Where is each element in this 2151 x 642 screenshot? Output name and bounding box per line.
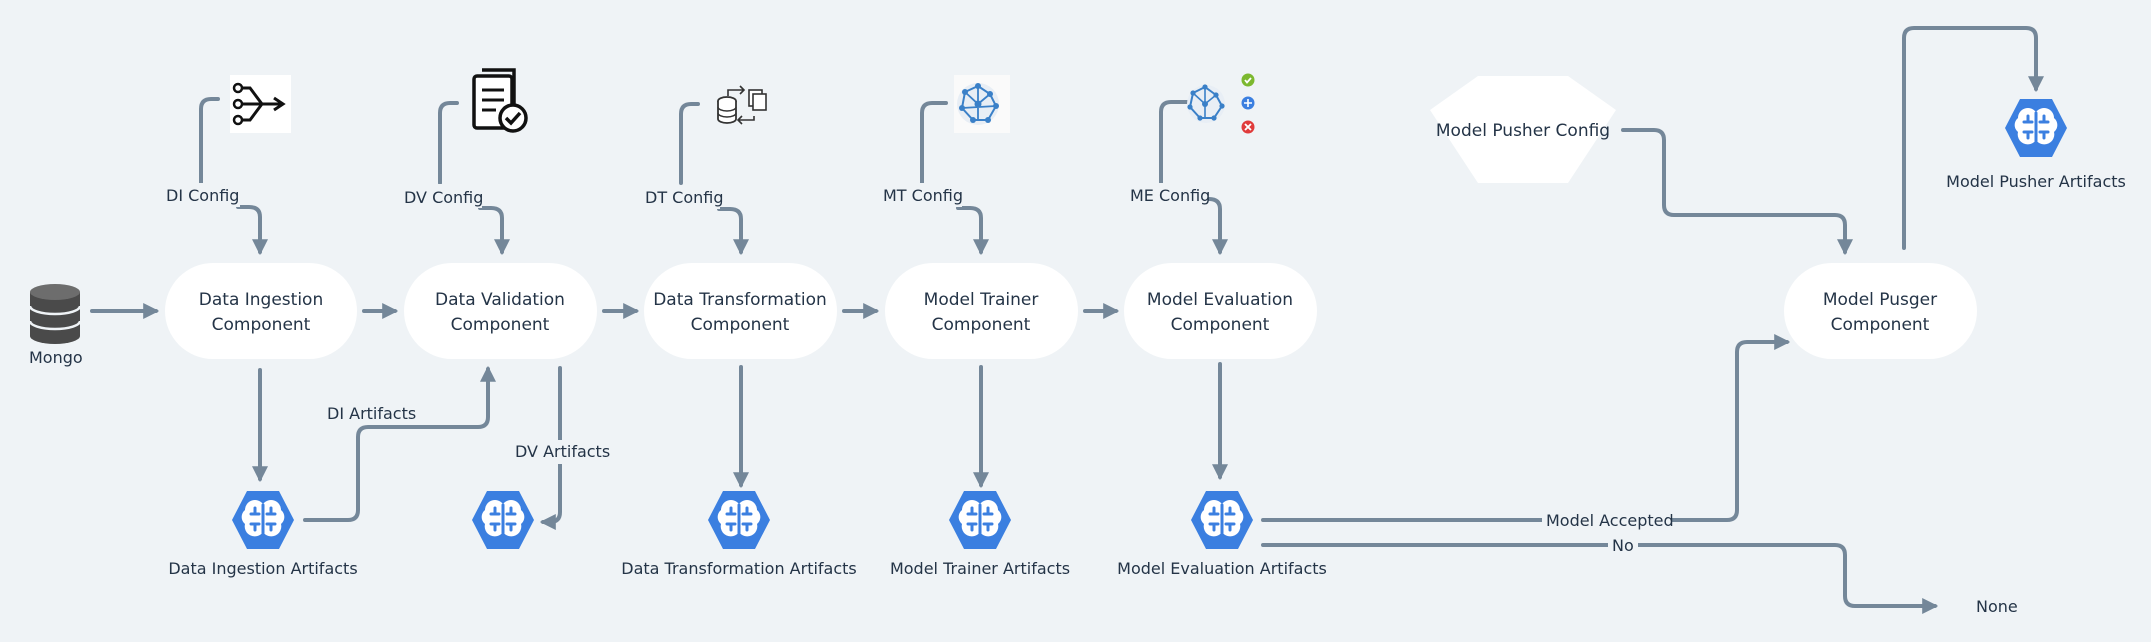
- edge-pusher-to-artifacts: [1902, 26, 2044, 250]
- edge-me-no-to-none: [1261, 543, 1939, 614]
- di-config-label: DI Config: [166, 186, 239, 205]
- dv-config-label: DV Config: [404, 188, 483, 207]
- artifact-mt[interactable]: Model Trainer Artifacts: [890, 489, 1070, 578]
- edge-dt-config: [679, 102, 700, 185]
- artifact-mp-icon: [2003, 97, 2069, 159]
- artifact-me[interactable]: Model Evaluation Artifacts: [1117, 489, 1327, 578]
- component-mp-line2: Component: [1831, 315, 1930, 335]
- component-dv-line1: Data Validation: [435, 290, 565, 310]
- edge-dv-to-artifacts: [539, 366, 562, 530]
- mt-config-label: MT Config: [883, 186, 963, 205]
- component-dt-line2: Component: [691, 315, 790, 335]
- dt-config-label: DT Config: [645, 188, 724, 207]
- artifact-di-label: Data Ingestion Artifacts: [168, 559, 357, 578]
- artifact-dt-icon: [706, 489, 772, 551]
- model-pusher-config-node[interactable]: Model Pusher Config: [1430, 76, 1616, 183]
- mongo-label: Mongo: [29, 348, 83, 367]
- component-me-line1: Model Evaluation: [1147, 290, 1293, 310]
- artifact-mt-icon: [947, 489, 1013, 551]
- edges: [90, 26, 2044, 614]
- artifact-me-icon: [1189, 489, 1255, 551]
- artifact-mt-label: Model Trainer Artifacts: [890, 559, 1070, 578]
- artifact-di[interactable]: Data Ingestion Artifacts: [168, 489, 358, 578]
- edge-di-config-in: [236, 205, 268, 256]
- edge-di-artifacts-to-dv: [303, 365, 496, 522]
- component-mt[interactable]: Model Trainer Component: [885, 263, 1078, 359]
- component-me[interactable]: Model Evaluation Component: [1124, 263, 1317, 359]
- component-mp[interactable]: Model Pusger Component: [1784, 263, 1977, 359]
- edge-di-config: [199, 97, 220, 185]
- artifact-dt[interactable]: Data Transformation Artifacts: [621, 489, 857, 578]
- component-mt-line2: Component: [932, 315, 1031, 335]
- no-label: No: [1612, 536, 1634, 555]
- brain-network-icon: [954, 75, 1010, 133]
- edge-me-config: [1159, 100, 1189, 185]
- component-mp-line1: Model Pusger: [1823, 290, 1937, 310]
- edge-dt-config-in: [717, 207, 749, 256]
- edge-labels: DI Artifacts DV Artifacts Model Accepted…: [324, 401, 1674, 556]
- component-dv[interactable]: Data Validation Component: [404, 263, 597, 359]
- model-accepted-label: Model Accepted: [1546, 511, 1674, 530]
- artifact-dv[interactable]: [470, 489, 536, 551]
- artifact-dt-label: Data Transformation Artifacts: [621, 559, 857, 578]
- model-pusher-config-label: Model Pusher Config: [1436, 121, 1610, 141]
- artifact-di-icon: [230, 489, 296, 551]
- edge-me-accepted-to-pusher: [1261, 334, 1791, 522]
- dv-artifacts-edge-label: DV Artifacts: [515, 442, 610, 461]
- database-icon: [28, 284, 82, 344]
- document-check-icon: [472, 68, 528, 133]
- component-me-line2: Component: [1171, 315, 1270, 335]
- component-di[interactable]: Data Ingestion Component: [165, 263, 357, 359]
- di-artifacts-edge-label: DI Artifacts: [327, 404, 416, 423]
- component-dv-line2: Component: [451, 315, 550, 335]
- component-mt-line1: Model Trainer: [924, 290, 1039, 310]
- none-terminal-label: None: [1976, 597, 2018, 616]
- artifact-mp-label: Model Pusher Artifacts: [1946, 172, 2126, 191]
- edge-pusher-config-in: [1621, 128, 1853, 256]
- component-di-line2: Component: [212, 315, 311, 335]
- me-config-label: ME Config: [1130, 186, 1210, 205]
- edge-dv-config-in: [478, 206, 510, 256]
- database-transform-icon: [717, 85, 767, 125]
- edge-dv-config: [438, 101, 459, 185]
- config-labels: DI Config DV Config DT Config MT Config …: [160, 183, 1210, 209]
- artifact-dv-icon: [470, 489, 536, 551]
- component-di-line1: Data Ingestion: [199, 290, 323, 310]
- component-dt[interactable]: Data Transformation Component: [644, 263, 837, 359]
- brain-status-icon: [1187, 73, 1255, 134]
- edge-mt-config-in: [956, 206, 989, 256]
- mongo-source: Mongo: [28, 284, 83, 367]
- artifact-mp[interactable]: Model Pusher Artifacts: [1946, 97, 2126, 191]
- pipeline-split-icon: [230, 75, 291, 133]
- artifact-me-label: Model Evaluation Artifacts: [1117, 559, 1327, 578]
- component-dt-line1: Data Transformation: [653, 290, 827, 310]
- edge-me-config-in: [1198, 197, 1228, 256]
- edge-mt-config: [920, 101, 948, 185]
